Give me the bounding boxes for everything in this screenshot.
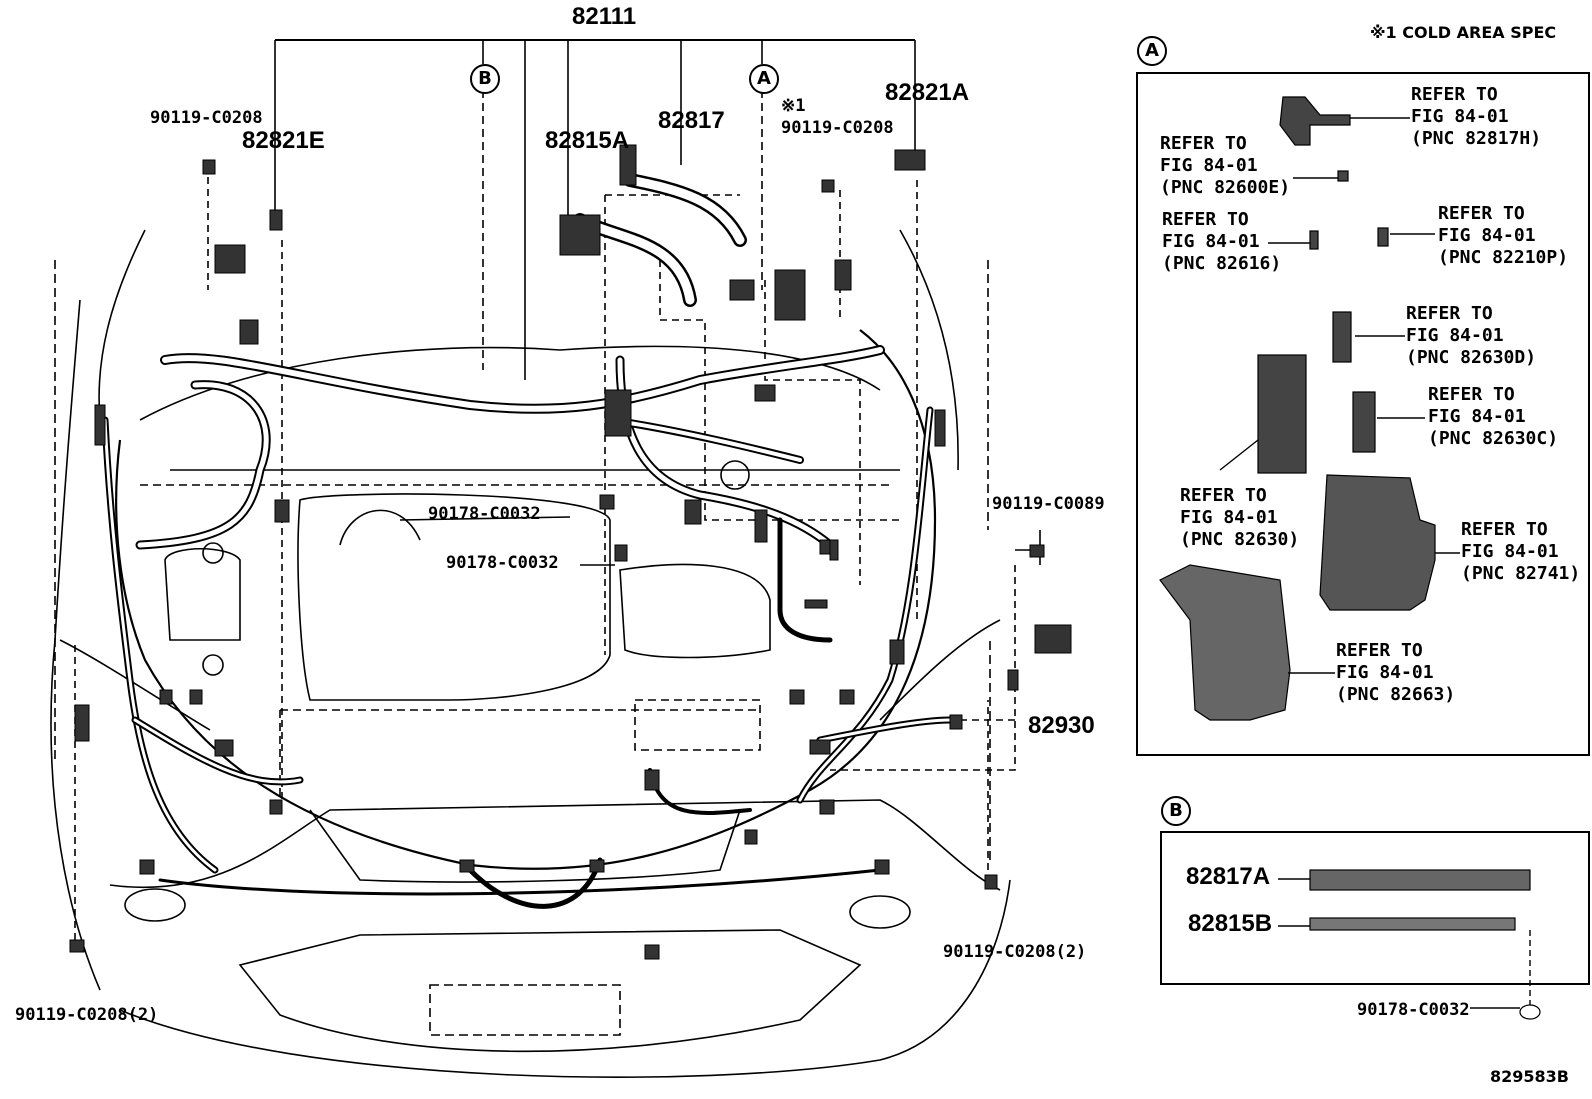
part-label-82815A: 82815A xyxy=(545,127,630,154)
inset-b-marker: B xyxy=(1161,796,1191,826)
illustration-code: 829583B xyxy=(1490,1067,1569,1086)
cold-area-note: ※1 COLD AREA SPEC xyxy=(1370,23,1557,42)
bolt-label-top-left: 90119-C0208 xyxy=(150,108,263,128)
part-label-82815B: 82815B xyxy=(1188,910,1273,937)
clip-label-b: 90178-C0032 xyxy=(446,553,559,573)
bolt-label-bottom-right: 90119-C0208(2) xyxy=(943,942,1087,962)
clip-label-inset-b: 90178-C0032 xyxy=(1357,1000,1470,1020)
part-label-82821E: 82821E xyxy=(242,127,325,154)
part-label-82821A: 82821A xyxy=(885,79,970,106)
inset-a-marker: A xyxy=(1137,36,1167,66)
part-label-82817: 82817 xyxy=(658,107,725,134)
marker-a-main: A xyxy=(749,64,779,94)
marker-b-main: B xyxy=(470,64,500,94)
bolt-label-right: 90119-C0089 xyxy=(992,494,1105,514)
bolt-label-bottom-left: 90119-C0208(2) xyxy=(15,1005,159,1025)
inset-a-panel xyxy=(1136,72,1590,756)
part-label-82930: 82930 xyxy=(1028,712,1095,739)
harness-label-82111: 82111 xyxy=(572,3,637,30)
clip-label-a: 90178-C0032 xyxy=(428,504,541,524)
cold-spec-marker: ※1 xyxy=(781,96,806,116)
part-label-82817A: 82817A xyxy=(1186,863,1271,890)
inset-b-panel xyxy=(1160,831,1590,985)
bolt-label-top-right: 90119-C0208 xyxy=(781,118,894,138)
